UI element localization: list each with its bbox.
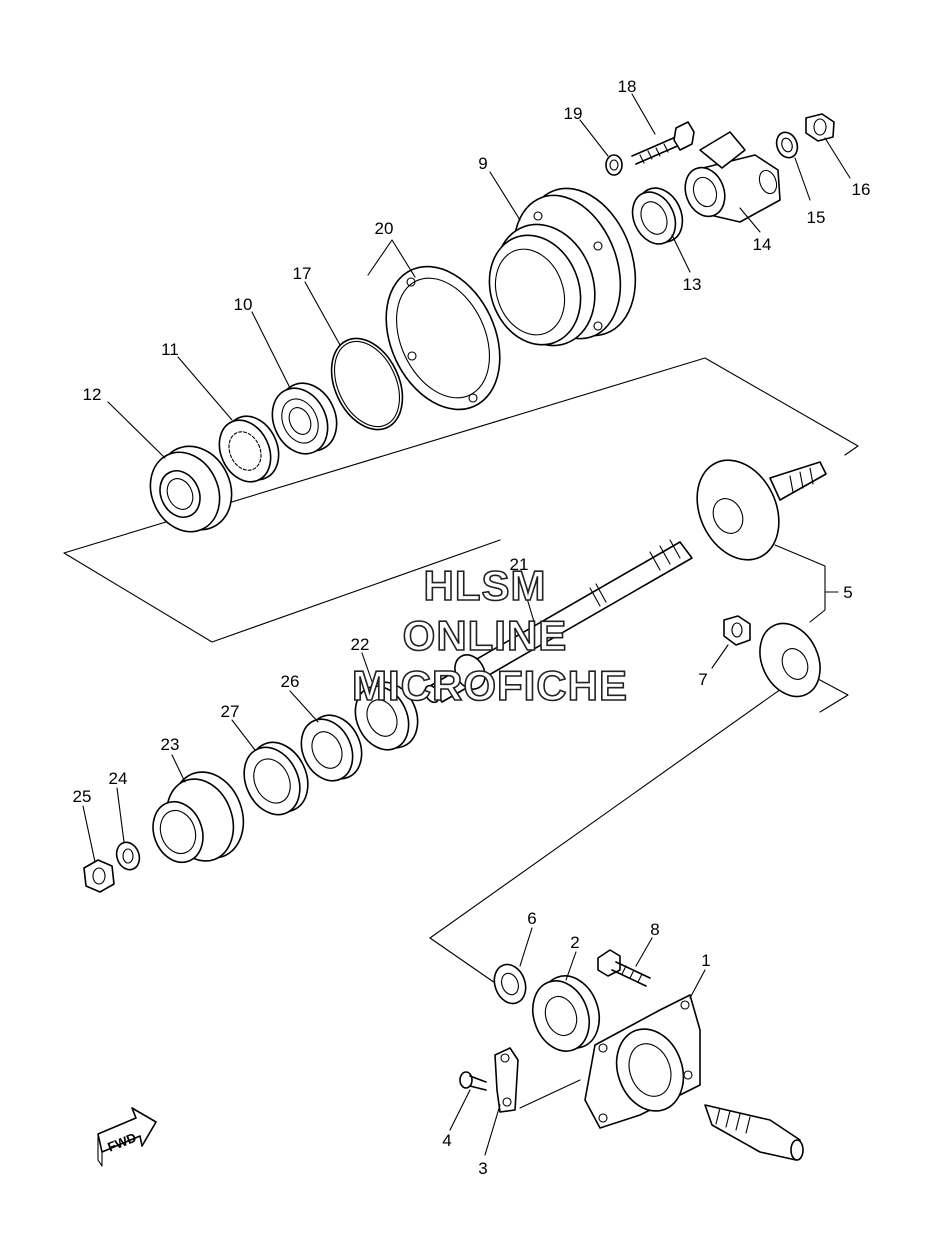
assembly-frame-lower [429,671,849,1109]
part-9-bearing-housing [488,187,637,347]
callout-12: 12 [83,385,102,404]
part-1-gear-case [584,994,804,1161]
part-5-bevel-gear-set [696,459,827,698]
callout-19: 19 [564,104,583,123]
assembly-frame-upper [63,357,859,643]
part-13-oil-seal [631,187,684,245]
part-21-drive-shaft [424,539,693,704]
callout-23: 23 [161,735,180,754]
callout-17: 17 [293,264,312,283]
callout-20: 20 [375,219,394,238]
fwd-arrow-icon: FWD [97,1107,157,1167]
callout-22: 22 [351,635,370,654]
callout-7: 7 [698,670,707,689]
part-16-nut [805,113,835,142]
callout-15: 15 [807,208,826,227]
callout-18: 18 [618,77,637,96]
part-11-splined-collar [218,415,280,483]
watermark-line-1: HLSM [424,562,547,609]
callout-1: 1 [701,951,710,970]
callout-21: 21 [510,555,529,574]
callout-9: 9 [478,154,487,173]
callout-2: 2 [570,933,579,952]
part-22-bearing [354,681,419,751]
callout-numbers: 1 2 3 4 5 6 7 8 9 10 11 12 13 14 15 16 1… [73,77,871,1178]
callout-25: 25 [73,787,92,806]
callout-4: 4 [442,1131,451,1150]
part-6-shim [493,963,527,1005]
callout-10: 10 [234,295,253,314]
part-23-coupling [152,771,245,864]
callout-5: 5 [843,583,852,602]
callout-8: 8 [650,920,659,939]
part-3-bracket [494,1047,519,1113]
callout-26: 26 [281,672,300,691]
part-2-bearing [531,975,600,1052]
callout-24: 24 [109,769,128,788]
part-15-washer [775,131,799,159]
callout-13: 13 [683,275,702,294]
callout-11: 11 [161,340,179,359]
callout-6: 6 [527,909,536,928]
callout-3: 3 [478,1159,487,1178]
part-7-nut [723,615,751,646]
part-4-bolt [459,1071,487,1091]
part-17-o-ring [330,337,404,431]
callout-14: 14 [753,235,772,254]
part-25-nut [83,859,115,893]
watermark: HLSM ONLINE MICROFICHE [351,561,628,710]
part-10-ball-bearing [271,382,338,455]
callout-27: 27 [221,702,240,721]
part-26-collar [300,714,363,782]
part-19-washer [605,154,623,176]
part-18-bolt [631,121,695,165]
part-8-flange-bolt [597,949,651,987]
leader-lines [82,93,851,1156]
watermark-line-2: ONLINE [403,612,568,659]
part-12-bearing [149,445,233,533]
watermark-line-3: MICROFICHE [352,662,628,709]
part-27-oil-seal [243,741,309,816]
part-14-universal-joint-yoke [684,131,781,223]
callout-16: 16 [852,180,871,199]
part-24-washer [115,841,141,871]
